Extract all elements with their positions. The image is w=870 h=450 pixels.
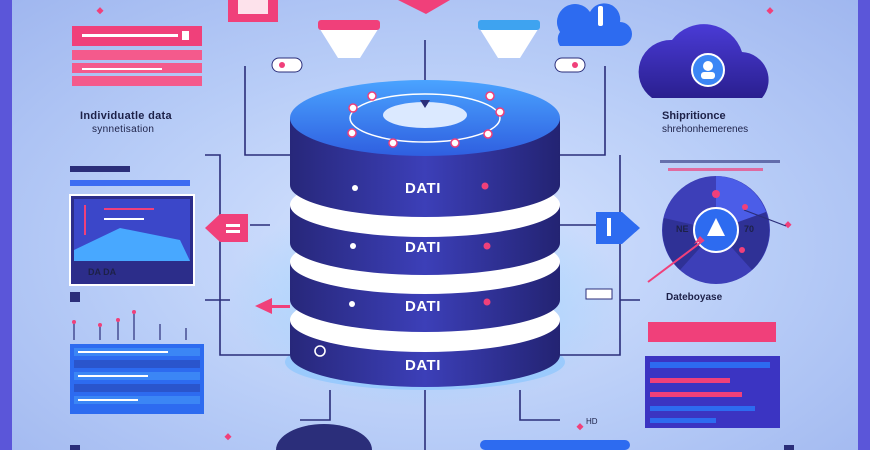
right-frame-border (858, 0, 870, 450)
right-list-panel (645, 356, 780, 428)
left-heading-line1: Individuatle data (80, 110, 172, 122)
cloud-exclamation-icon (556, 3, 632, 47)
funnel-top-icon (398, 0, 450, 14)
left-dashboard-panel (69, 194, 195, 286)
disk-label-3: DATI (405, 298, 441, 315)
bottom-half-dial (276, 424, 372, 450)
left-panel-tag: DA DA (88, 267, 117, 277)
left-marker (70, 292, 80, 302)
left-bar-graph (73, 312, 187, 340)
left-top-panel (72, 26, 202, 86)
right-connector-badge (596, 212, 640, 244)
gauge-left-label: NE (676, 224, 689, 234)
left-heading-line2: synnetisation (92, 124, 155, 135)
right-heading-line2: shrehonhemerenes (662, 124, 749, 135)
funnel-left-icon (318, 26, 380, 58)
disk-label-2: DATI (405, 239, 441, 256)
database-caption: Dateboyase (666, 292, 723, 303)
disk-label-1: DATI (405, 180, 441, 197)
bottom-small-label: HD (586, 417, 598, 426)
right-heading-line1: Shipritionce (662, 110, 726, 122)
left-list-panel (70, 344, 204, 414)
left-connector-badge (205, 214, 248, 242)
disk-label-4: DATI (405, 357, 441, 374)
database-cylinder (290, 80, 560, 387)
bottom-blue-bar (480, 440, 630, 450)
right-pink-bar (648, 322, 776, 342)
gauge-right-label: 70 (744, 224, 755, 234)
gauge-dial (647, 176, 787, 284)
left-frame-border (0, 0, 12, 450)
left-arrow-icon (255, 298, 272, 314)
left-mini-bar (70, 166, 130, 172)
funnel-right-icon (478, 26, 540, 58)
